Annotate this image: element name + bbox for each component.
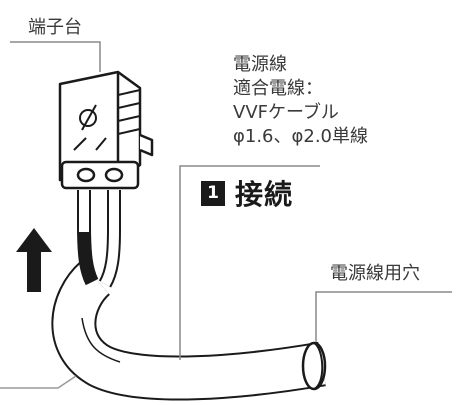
callout-leader — [0, 375, 77, 389]
wire-cores — [77, 190, 121, 288]
wire-hole-label: 電源線用穴 — [330, 263, 420, 284]
wire-hole — [301, 341, 327, 391]
compatible-wire-label: 適合電線： — [233, 78, 323, 99]
step-title: 接続 — [235, 178, 294, 211]
spec-leaders — [179, 165, 452, 360]
insert-arrow-icon — [16, 228, 52, 292]
step-heading: 1 接続 — [201, 175, 293, 211]
cable-type-label: VVFケーブル — [233, 102, 339, 123]
wire-spec-text: 電源線 適合電線： VVFケーブル φ1.6、φ2.0単線 — [233, 53, 368, 149]
terminal-block-leader — [10, 41, 101, 72]
terminal-block-label: 端子台 — [28, 17, 82, 38]
wire-gauge-label: φ1.6、φ2.0単線 — [233, 126, 368, 147]
cable-sheath — [51, 261, 326, 401]
step-number-badge: 1 — [201, 180, 225, 206]
power-wire-label: 電源線 — [233, 54, 287, 75]
terminal-block — [58, 70, 154, 190]
